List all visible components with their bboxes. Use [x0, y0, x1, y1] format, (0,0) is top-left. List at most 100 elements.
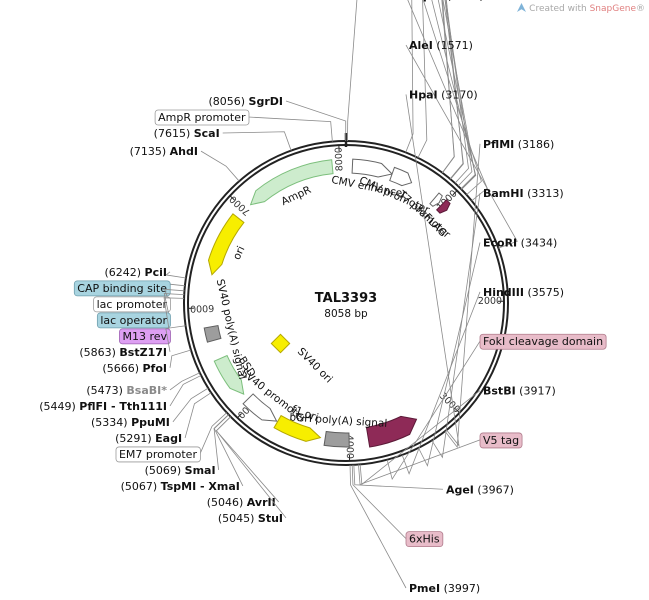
site-name: EcoRI	[483, 237, 517, 250]
site-name: PfoI	[143, 362, 168, 375]
site-m13-rev: M13 rev	[119, 297, 185, 345]
site-name: AvrII	[247, 496, 276, 509]
site-avrii: (5046) AvrII	[207, 416, 280, 509]
site-name: SmaI	[185, 464, 216, 477]
site-label-text: AgeI (3967)	[446, 483, 514, 496]
site-name: AgeI	[446, 483, 474, 496]
site-label-text: (8056) SgrDI	[208, 95, 283, 108]
site-position: (3186)	[518, 138, 555, 151]
site-label-text: HpaI (3170)	[409, 88, 478, 101]
site-leader-line	[401, 291, 481, 475]
site-position: (8056)	[208, 95, 245, 108]
site-leader-line	[405, 0, 414, 153]
site-name: PmeI	[409, 582, 440, 595]
site-label-text: (5291) EagI	[115, 432, 182, 445]
site-ahdi: (7135) AhdI	[130, 145, 240, 182]
site-ecori: EcoRI (3434)	[418, 237, 557, 467]
site-name: AmpR promoter	[158, 111, 246, 124]
snapgene-watermark: Created with SnapGene®	[517, 3, 645, 14]
site-name: StuI	[258, 512, 283, 525]
site-leader-line	[405, 94, 460, 448]
watermark-suffix: ®	[636, 4, 645, 14]
site-labels: BglII (12)NdeI (484)SnaBI (590)Eco53kI (…	[39, 0, 607, 595]
feature-label-box	[93, 296, 171, 313]
site-name: lac promoter	[97, 298, 168, 311]
site-label-text: 6xHis	[409, 533, 440, 546]
site-name: FokI cleavage domain	[483, 335, 603, 348]
site-position: (5067)	[121, 480, 158, 493]
site-label-text: EM7 promoter	[119, 448, 197, 461]
site-label-text: (5069) SmaI	[145, 464, 216, 477]
sv40-poly-a-signal-feature	[203, 324, 222, 343]
site-label-text: BamHI (3313)	[483, 187, 564, 200]
site-label-text: lac promoter	[97, 298, 168, 311]
site-kpni: KpnI (1018)	[431, 0, 477, 190]
site-leader-line	[422, 0, 482, 196]
site-leader-line	[359, 390, 481, 486]
site-tspmi-xmai: (5067) TspMI - XmaI	[121, 414, 244, 493]
tick-mark	[452, 190, 458, 196]
site-position: (6242)	[104, 266, 141, 279]
site-position: (5045)	[218, 512, 255, 525]
site-label-text: PflMI (3186)	[483, 138, 554, 151]
site-ndei: NdeI (484)	[405, 0, 414, 153]
site-label-text: (5045) StuI	[218, 512, 283, 525]
snapgene-logo-icon	[517, 3, 527, 12]
site-leader-line	[353, 464, 443, 490]
site-name: lac operator	[100, 314, 167, 327]
site-name: AleI	[409, 39, 433, 52]
site-leader-line	[163, 293, 185, 320]
site-leader-line	[431, 0, 477, 190]
site-em7-promoter: EM7 promoter	[115, 412, 228, 463]
site-leader-line	[285, 100, 347, 142]
site-name: BstBI	[483, 385, 516, 398]
site-leader-line	[417, 0, 428, 159]
site-leader-line	[248, 116, 333, 142]
site-snabi: SnaBI (590)	[417, 0, 428, 159]
site-stui: (5045) StuI	[215, 416, 287, 525]
site-leader-line	[169, 375, 202, 407]
site-label-text: (7135) AhdI	[130, 145, 198, 158]
sv40-promoter-feature	[242, 393, 278, 422]
site-label-text: HindIII (3575)	[483, 286, 564, 299]
site-leader-line	[163, 297, 185, 336]
site-position: (5863)	[79, 346, 116, 359]
sv40-ori-marker	[270, 333, 291, 354]
site-leader-line	[347, 0, 358, 142]
site-bspdi-clai: BspDI - ClaI (947)	[445, 0, 469, 184]
site-position: (3313)	[527, 187, 564, 200]
site-label-text: EcoRI (3434)	[483, 237, 557, 250]
site-sgrdi: (8056) SgrDI	[208, 95, 347, 142]
cmv-promoter-feature	[389, 166, 413, 187]
tick-mark	[229, 195, 235, 201]
site-name: SgrDI	[249, 95, 283, 108]
site-alei: AleI (1571)	[405, 39, 518, 249]
site-leader-line	[199, 412, 228, 455]
site-position: (5069)	[145, 464, 182, 477]
site-leader-line	[172, 387, 209, 423]
ampr-feature	[249, 159, 334, 206]
site-leader-line	[169, 349, 192, 368]
site-leader-line	[444, 0, 473, 187]
site-name: EagI	[155, 432, 182, 445]
site-label-text: (5666) PfoI	[102, 362, 167, 375]
3xflag-feature	[435, 199, 451, 214]
site-position: (5666)	[102, 362, 139, 375]
site-leader-line	[215, 416, 287, 519]
site-label-text: AleI (1571)	[409, 39, 473, 52]
site-position: (7135)	[130, 145, 167, 158]
site-hpai: HpaI (3170)	[405, 88, 478, 448]
site-name: CAP binding site	[77, 282, 167, 295]
t7-promoter-feature	[429, 192, 443, 207]
site-name: PflFI - Tth111I	[79, 400, 167, 413]
site-label-text: V5 tag	[483, 434, 519, 447]
site-leader-line	[200, 150, 240, 182]
feature-label-box	[154, 109, 250, 126]
site-position: (3434)	[521, 237, 558, 250]
site-name: BstZ17I	[119, 346, 167, 359]
site-name: V5 tag	[483, 434, 519, 447]
site-label-text: M13 rev	[122, 330, 167, 343]
site-position: (5334)	[91, 416, 128, 429]
site-leader-line	[222, 131, 292, 151]
